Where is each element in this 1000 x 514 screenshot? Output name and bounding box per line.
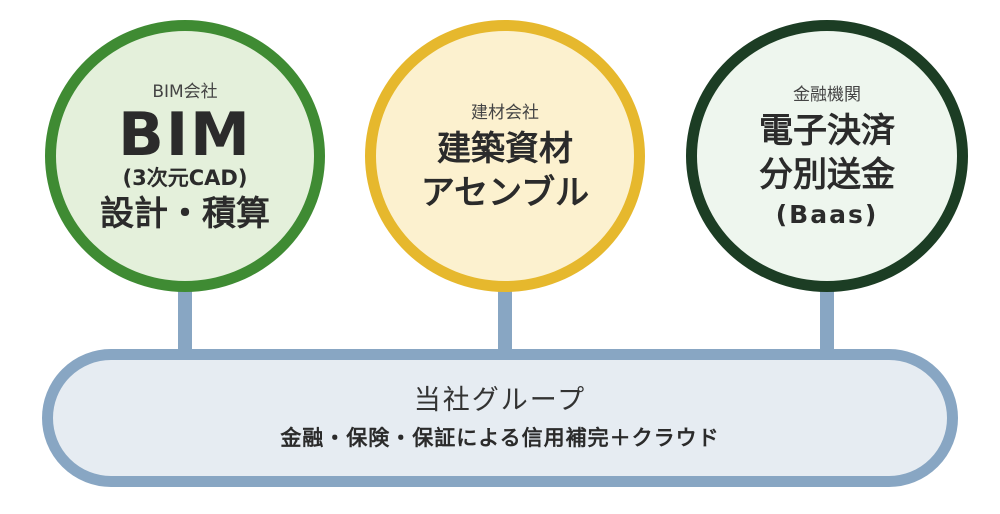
node-bim-label: BIM会社 [152, 81, 218, 102]
base-subtitle: 金融・保険・保証による信用補完＋クラウド [280, 426, 720, 450]
node-materials-line2: アセンブル [420, 172, 590, 213]
base-group: 当社グループ 金融・保険・保証による信用補完＋クラウド [42, 349, 958, 487]
connector-finance [820, 285, 834, 360]
node-bim-subtitle: (3次元CAD) [122, 165, 248, 190]
node-bim-line2: 設計・積算 [100, 193, 270, 234]
node-finance-label: 金融機関 [793, 84, 861, 105]
node-finance-line2: 分別送金 [759, 154, 895, 195]
node-materials-label: 建材会社 [471, 102, 539, 123]
base-title: 当社グループ [413, 385, 587, 416]
connector-materials [498, 285, 512, 360]
node-finance-line3: (Baas) [775, 199, 879, 229]
connector-bim [178, 285, 192, 360]
node-bim-title: BIM [118, 99, 252, 170]
node-finance-line1: 電子決済 [759, 110, 895, 151]
node-building-materials: 建材会社 建築資材 アセンブル [365, 20, 645, 292]
node-bim-company: BIM会社 BIM (3次元CAD) 設計・積算 [45, 20, 325, 292]
node-financial-institution: 金融機関 電子決済 分別送金 (Baas) [686, 20, 968, 292]
node-materials-line1: 建築資材 [437, 128, 573, 169]
